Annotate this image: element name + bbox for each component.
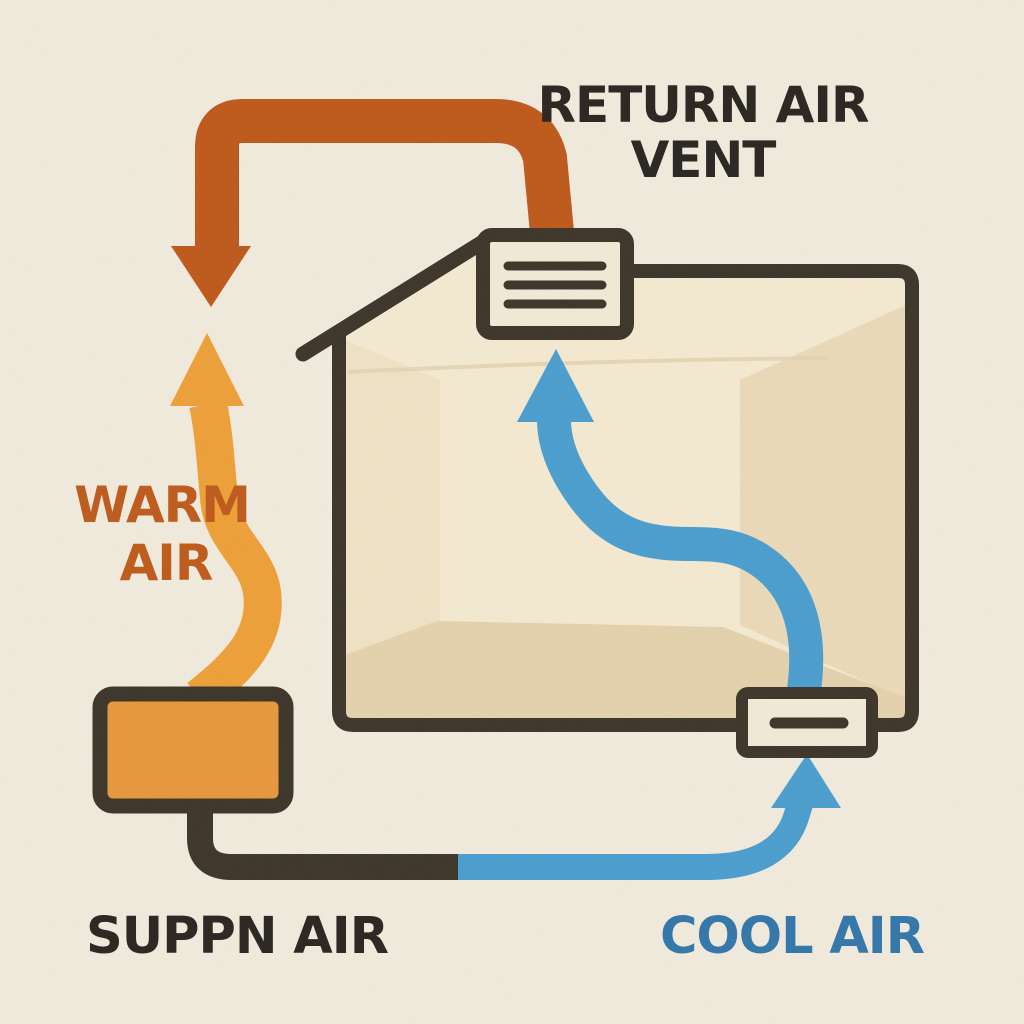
hvac-airflow-diagram: RETURN AIR VENT WARM AIR SUPPN AIR COOL … — [0, 0, 1024, 1024]
paper-grain-overlay — [0, 0, 1024, 1024]
diagram-canvas: RETURN AIR VENT WARM AIR SUPPN AIR COOL … — [0, 0, 1024, 1024]
